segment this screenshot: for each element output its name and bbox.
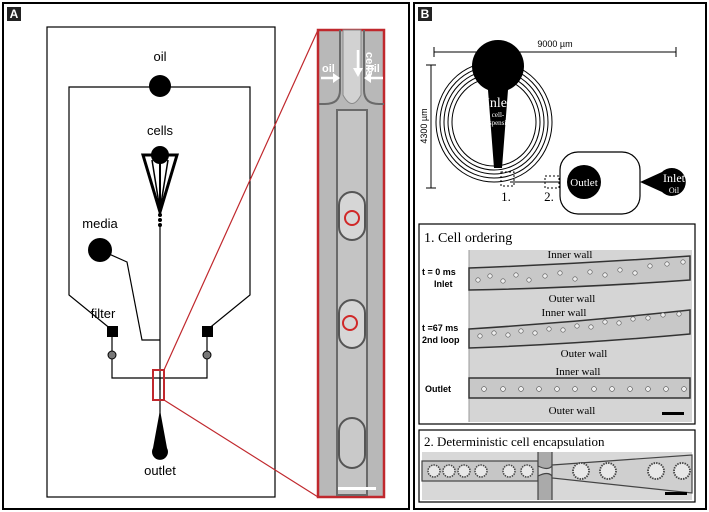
width-dimension: 9000 µm: [537, 39, 572, 49]
filter-right: [202, 326, 213, 337]
outlet-port-b: [567, 165, 601, 199]
scale-bar-ordering: [662, 412, 684, 415]
inlet-cell-sub2: suspension: [483, 119, 514, 127]
oil-channel: [68, 86, 160, 331]
marker-1: 1.: [501, 189, 511, 204]
encapsulated-cell: [344, 210, 360, 226]
height-dimension: 4300 µm: [419, 108, 429, 143]
cell-row-2: [477, 311, 682, 339]
side-channel: [111, 335, 160, 379]
inlet-cell-sub1: cell-: [492, 111, 505, 119]
row2-location: 2nd loop: [422, 335, 460, 345]
cell-row-3: [481, 386, 687, 392]
marker-2: 2.: [544, 189, 554, 204]
label-cells: cells: [147, 123, 174, 138]
label-filter: filter: [91, 306, 116, 321]
row2-outer-wall: Outer wall: [561, 348, 608, 360]
inlet-oil-sub: Oil: [669, 186, 680, 195]
encapsulated-cell: [342, 315, 358, 331]
row3-location: Outlet: [425, 384, 451, 394]
scale-bar-encapsulation: [665, 492, 687, 495]
label-media: media: [82, 216, 118, 231]
cell-row-1: [475, 259, 686, 284]
inset-label-cells: cells: [363, 52, 375, 76]
cells-filter-dots: [158, 213, 162, 227]
side-channel: [160, 335, 208, 379]
row1-outer-wall: Outer wall: [549, 293, 596, 305]
resistor-left: [107, 350, 117, 360]
droplets-after: [572, 462, 691, 480]
droplets-before: [427, 464, 534, 478]
resistor-right: [202, 350, 212, 360]
oil-port: [149, 75, 171, 97]
chip-outline: [46, 26, 276, 498]
inlet-cell-main: Inlet: [485, 96, 511, 111]
label-oil: oil: [153, 49, 166, 64]
inlet-cell-port: [472, 39, 525, 168]
media-port: [88, 238, 112, 262]
row3-outer-wall: Outer wall: [549, 405, 596, 417]
panel-b-tag: B: [418, 7, 432, 21]
inlet-oil-main: Inlet: [663, 171, 686, 185]
panel-a-tag: A: [7, 7, 21, 21]
label-outlet: outlet: [144, 463, 176, 478]
filter-left: [107, 326, 118, 337]
oil-channel: [160, 86, 251, 331]
outlet-label-b: Outlet: [570, 177, 598, 189]
row3-inner-wall: Inner wall: [556, 366, 601, 378]
media-channel: [99, 249, 160, 341]
inset-label-oil-right: oil: [367, 63, 380, 75]
inlet-oil-port: [640, 168, 686, 197]
junction-highlight: [152, 369, 165, 401]
row1-time: t = 0 ms: [422, 267, 456, 277]
inset-label-oil-left: oil: [322, 63, 335, 75]
row1-location: Inlet: [434, 279, 453, 289]
row2-time: t =67 ms: [422, 323, 458, 333]
encapsulation-title: 2. Deterministic cell encapsulation: [424, 434, 605, 449]
row1-inner-wall: Inner wall: [548, 249, 593, 261]
micrograph-inset: [316, 28, 386, 499]
row2-inner-wall: Inner wall: [542, 307, 587, 319]
scale-bar: [338, 487, 376, 490]
outlet-port: [152, 410, 168, 460]
cell-ordering-title: 1. Cell ordering: [424, 231, 512, 246]
